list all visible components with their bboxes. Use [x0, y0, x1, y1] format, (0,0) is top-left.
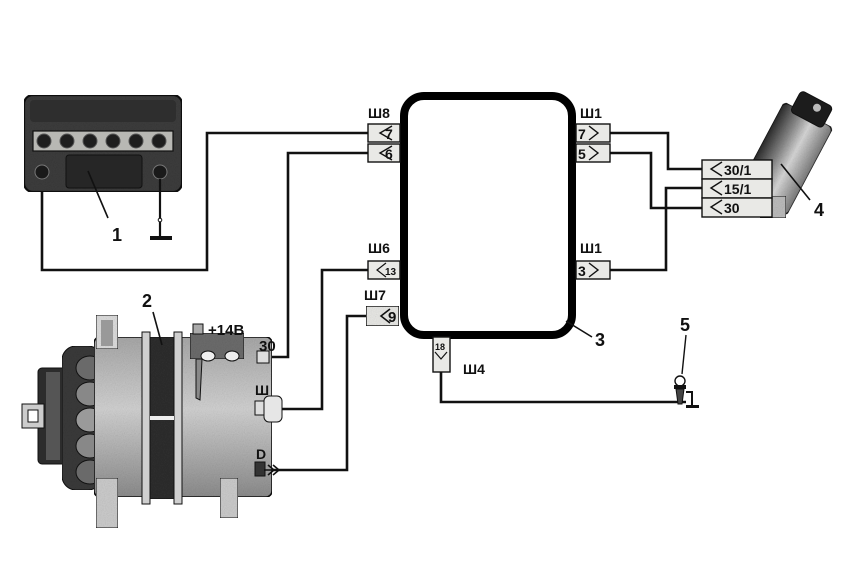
sh8-pin-6: 6	[385, 146, 393, 162]
connector-sh7: Ш7 9	[364, 287, 400, 327]
warning-lamp	[674, 334, 699, 408]
terminal-15-1: 15/1	[724, 181, 751, 197]
ignition-switch: 30/1 15/1 30	[701, 91, 833, 219]
callout-4: 4	[814, 200, 824, 220]
sh1-pin-3: 3	[578, 263, 586, 279]
connector-sh6-label: Ш6	[368, 240, 390, 256]
connector-sh8-label: Ш8	[368, 105, 390, 121]
alternator-label-d: D	[256, 446, 266, 462]
sh1-pin-5: 5	[578, 146, 586, 162]
lamp-ground-icon	[686, 405, 699, 408]
plus14v-terminal-icon	[192, 323, 204, 335]
connector-sh7-label: Ш7	[364, 287, 386, 303]
sh1-pin-7: 7	[578, 126, 586, 142]
wire-altd-to-sh7-9	[272, 314, 368, 472]
battery	[22, 93, 184, 240]
wire-sh1-3-to-15-1	[610, 186, 702, 272]
connector-sh1-top-label: Ш1	[580, 105, 602, 121]
battery-cell-caps	[36, 133, 167, 149]
connector-sh6: Ш6 13	[367, 240, 401, 280]
connector-sh4-label: Ш4	[463, 361, 485, 377]
terminal-sh-plug-icon	[263, 395, 283, 423]
connector-sh4: 18 Ш4	[432, 336, 485, 377]
mounting-block	[400, 92, 576, 339]
wire-battery-to-sh8-7	[40, 131, 368, 272]
connector-sh1-bottom-label: Ш1	[580, 240, 602, 256]
terminal-30: 30	[724, 200, 740, 216]
sh4-pin-18: 18	[435, 342, 445, 352]
sh7-pin-9: 9	[388, 309, 396, 326]
wire-sh4-18-to-lamp	[439, 372, 686, 404]
terminal-30-bolt-icon	[256, 350, 270, 364]
ground-icon	[150, 236, 172, 240]
wire-sh1-5-to-30	[610, 151, 702, 210]
wires	[40, 131, 702, 472]
terminal-d-connector-icon	[264, 464, 281, 476]
sh8-pin-7: 7	[385, 126, 393, 142]
alternator-label-plus14v: +14В	[208, 322, 244, 339]
callout-3: 3	[595, 330, 605, 350]
connector-sh8: Ш8 7 6	[367, 105, 401, 163]
sh6-pin-13: 13	[385, 267, 397, 278]
terminal-30-1: 30/1	[724, 162, 751, 178]
callout-2: 2	[142, 291, 152, 311]
connector-sh1-bottom: Ш1 3	[575, 240, 611, 280]
wire-altsh-to-sh6-13	[282, 268, 368, 411]
battery-negative-terminal-icon	[152, 164, 168, 180]
callout-1: 1	[112, 225, 122, 245]
wire-alt30-to-sh8-6	[270, 151, 368, 359]
alternator-label-30: 30	[259, 338, 276, 355]
connector-sh1-top: Ш1 7 5	[575, 105, 611, 163]
callout-5: 5	[680, 315, 690, 335]
lamp-bulb-icon	[674, 375, 686, 387]
alternator	[21, 311, 283, 529]
battery-positive-terminal-icon	[34, 164, 50, 180]
alternator-label-sh: Ш	[255, 382, 269, 398]
wire-sh1-7-to-30-1	[610, 131, 702, 171]
